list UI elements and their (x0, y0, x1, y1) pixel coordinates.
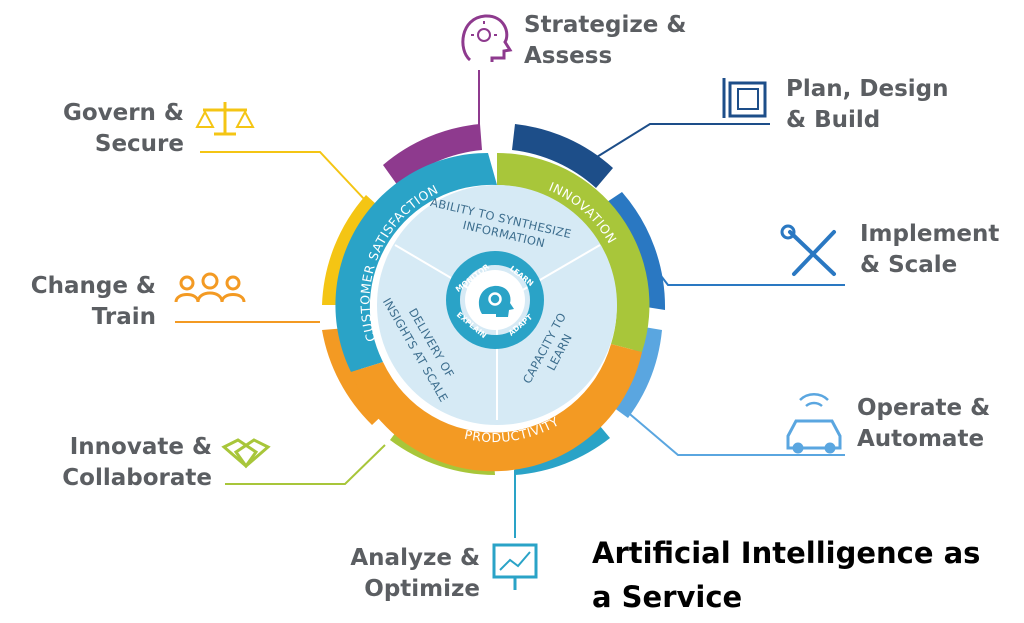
gear-head-icon (478, 285, 514, 317)
connected-car-icon (786, 393, 842, 454)
connector-implement (644, 254, 845, 286)
people-group-icon (174, 272, 246, 303)
ring-productivity (351, 344, 642, 472)
blueprint-ruler-icon (722, 78, 767, 118)
label-change-line2: Train (91, 304, 156, 330)
page-title: Artificial Intelligence as a Service (592, 531, 980, 619)
label-change: Change & Train (20, 271, 156, 333)
label-strategize-line1: Strategize & (524, 12, 687, 38)
segment-plan (512, 124, 613, 188)
label-innovate-line2: Collaborate (62, 465, 212, 491)
label-operate-line1: Operate & (857, 395, 991, 421)
connector-operate (624, 409, 845, 456)
label-operate-line2: Automate (857, 426, 985, 452)
label-plan: Plan, Design & Build (786, 74, 948, 136)
balance-scale-icon (195, 102, 255, 136)
label-strategize-line2: Assess (524, 43, 613, 69)
label-plan-line2: & Build (786, 107, 881, 133)
label-plan-line1: Plan, Design (786, 76, 949, 102)
label-change-line1: Change & (30, 273, 156, 299)
lightbulb-head-icon (461, 14, 513, 62)
label-innovate: Innovate & Collaborate (40, 432, 212, 494)
label-implement-line2: & Scale (860, 252, 958, 278)
label-operate: Operate & Automate (857, 393, 990, 455)
presentation-chart-icon (492, 543, 538, 590)
page-title-line1: Artificial Intelligence as (592, 536, 981, 570)
label-strategize: Strategize & Assess (524, 10, 686, 72)
label-govern: Govern & Secure (40, 98, 184, 160)
label-innovate-line1: Innovate & (69, 434, 212, 460)
segment-strategize (383, 124, 482, 186)
handshake-icon (221, 438, 271, 469)
label-govern-line1: Govern & (62, 100, 184, 126)
label-analyze: Analyze & Optimize (320, 543, 480, 605)
label-govern-line2: Secure (94, 131, 184, 157)
label-implement: Implement & Scale (860, 219, 999, 281)
label-analyze-line1: Analyze & (350, 545, 480, 571)
label-analyze-line2: Optimize (364, 576, 480, 602)
label-implement-line1: Implement (860, 221, 1000, 247)
connector-govern (200, 151, 366, 201)
ring-customer-satisfaction (335, 152, 497, 372)
hub: MONITOR LEARN ADAPT EXPLAIN (446, 251, 544, 349)
connector-innovate (225, 444, 386, 485)
ring-innovation (497, 152, 650, 352)
wrench-screwdriver-icon (780, 224, 836, 276)
page-title-line2: a Service (592, 580, 743, 614)
connector-plan (591, 123, 770, 161)
